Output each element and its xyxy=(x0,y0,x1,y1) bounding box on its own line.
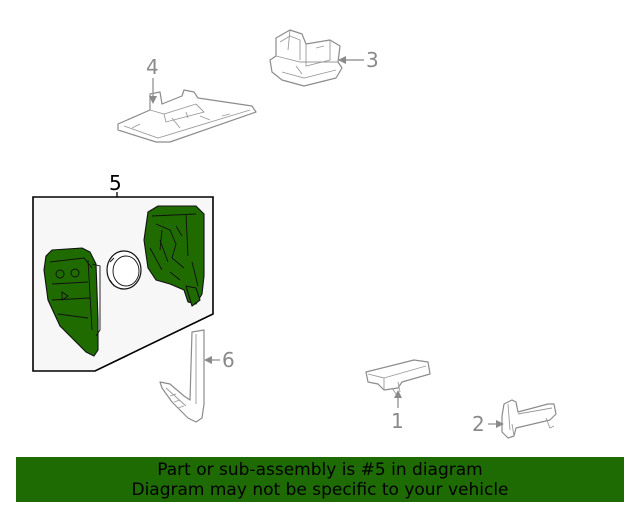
part-1-sensor[interactable] xyxy=(365,359,431,395)
part-6-key-blade[interactable] xyxy=(159,329,205,423)
key-fob-front[interactable] xyxy=(43,247,101,357)
part-3-bracket[interactable] xyxy=(269,29,343,87)
banner-line-1: Part or sub-assembly is #5 in diagram xyxy=(157,460,483,480)
lock-button-icon xyxy=(55,269,65,279)
coin-battery[interactable] xyxy=(106,250,142,290)
callout-5: 5 xyxy=(109,171,122,195)
arrow-4 xyxy=(149,96,157,104)
key-fob-rear-housing[interactable] xyxy=(143,205,205,307)
trunk-button-icon xyxy=(61,291,69,301)
callout-2: 2 xyxy=(472,412,485,436)
info-banner: Part or sub-assembly is #5 in diagram Di… xyxy=(16,457,624,502)
callout-1: 1 xyxy=(391,409,404,433)
unlock-button-icon xyxy=(70,268,80,278)
callout-6: 6 xyxy=(222,348,235,372)
arrow-1 xyxy=(394,390,402,398)
part-2-bracket[interactable] xyxy=(501,399,557,439)
arrow-6 xyxy=(204,356,212,364)
banner-line-2: Diagram may not be specific to your vehi… xyxy=(131,480,509,500)
callout-4: 4 xyxy=(146,55,159,79)
arrow-3 xyxy=(338,56,346,64)
part-4-plate[interactable] xyxy=(117,89,257,143)
arrow-2 xyxy=(496,420,504,428)
callout-3: 3 xyxy=(366,48,379,72)
